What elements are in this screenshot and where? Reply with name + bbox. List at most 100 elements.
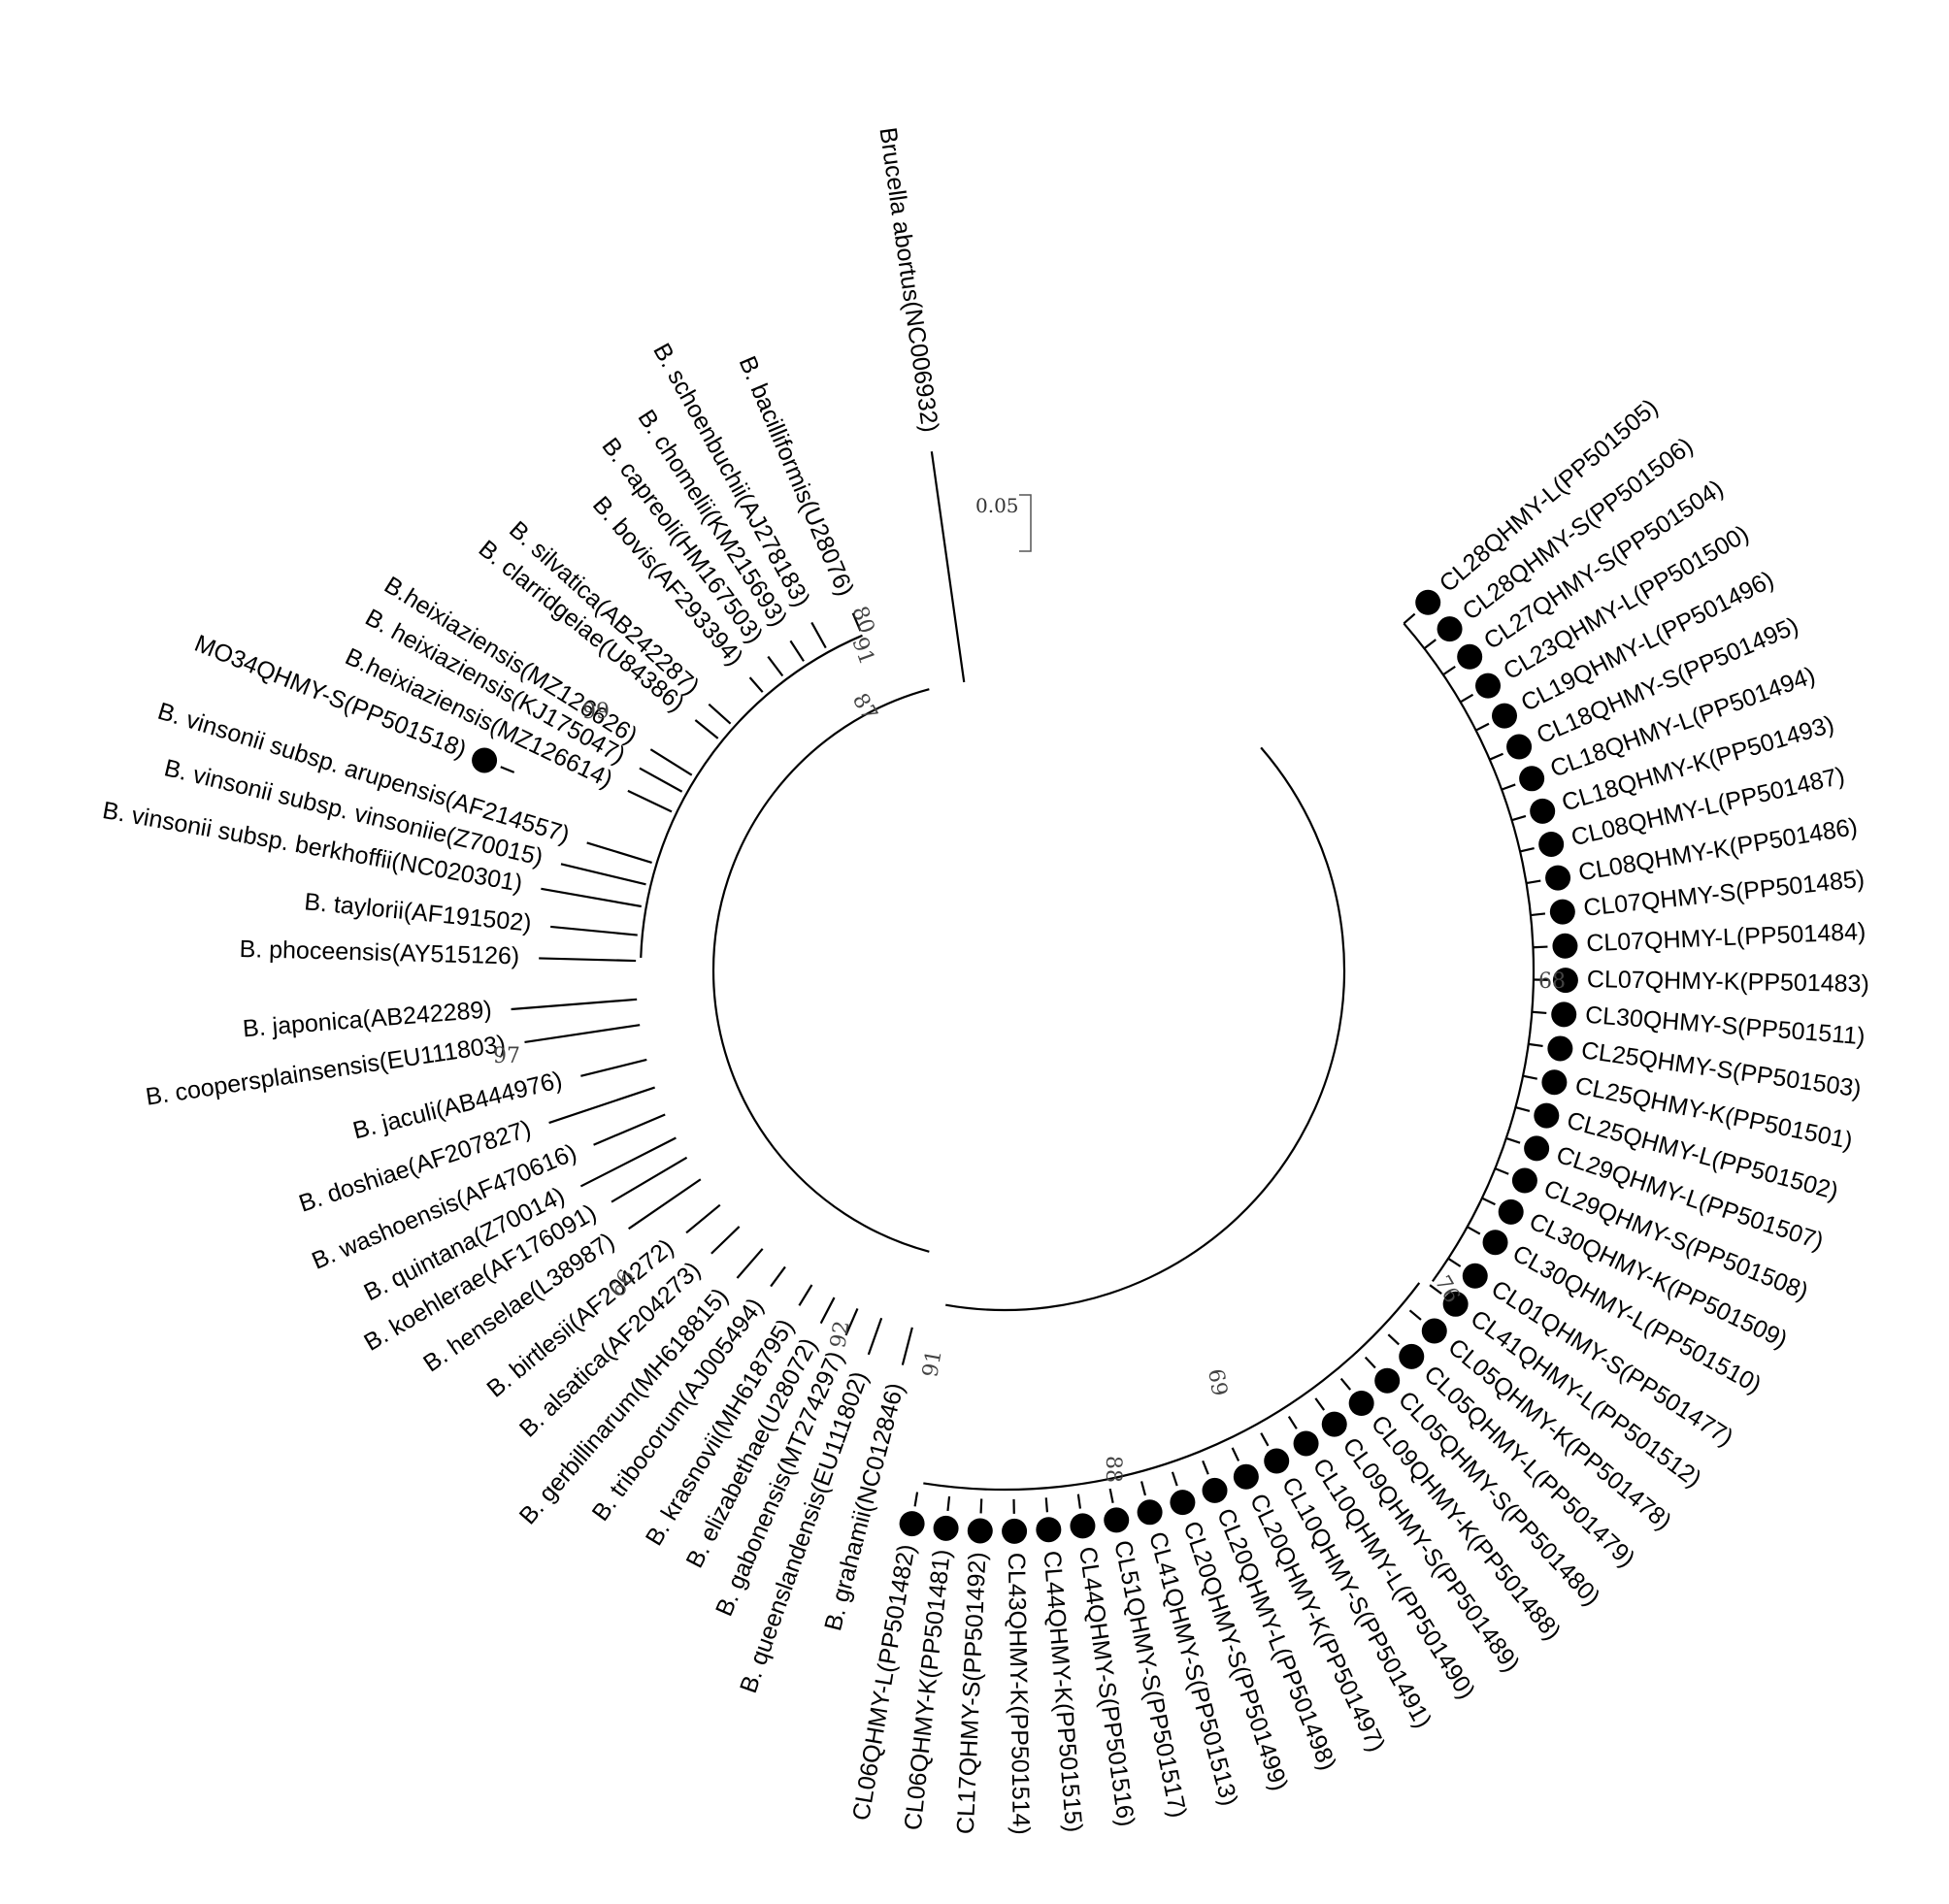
branch: [1532, 1010, 1547, 1015]
branch: [593, 1113, 666, 1146]
sample-marker-icon: [967, 1518, 993, 1544]
sample-marker-icon: [1552, 933, 1578, 959]
branch: [1494, 1167, 1509, 1175]
branch: [1287, 1416, 1298, 1429]
tree-branches: [472, 451, 1578, 1544]
leaf-label: CL07QHMY-L(PP501484): [1586, 918, 1866, 958]
branch: [708, 703, 732, 725]
bootstrap-value: 80: [846, 604, 878, 638]
branch: [819, 1297, 836, 1325]
branch: [1364, 1356, 1376, 1369]
sample-marker-icon: [1104, 1507, 1130, 1533]
bootstrap-value: 99: [582, 700, 610, 724]
branch: [579, 1136, 677, 1188]
sample-marker-icon: [899, 1511, 925, 1537]
leaf-label: B. jaculi(AB444976): [350, 1067, 565, 1145]
branch: [1339, 1377, 1352, 1391]
branch: [611, 1156, 688, 1203]
branch: [1403, 612, 1416, 625]
branch: [550, 925, 638, 936]
branch: [1475, 722, 1490, 732]
branch: [1044, 1497, 1049, 1513]
leaf-label: B. taylorii(AF191502): [303, 888, 532, 936]
branch: [789, 640, 805, 662]
sample-marker-icon: [1374, 1367, 1401, 1394]
branch: [1519, 846, 1535, 853]
branch: [710, 1226, 741, 1255]
branch: [946, 1495, 951, 1512]
sample-marker-icon: [1264, 1448, 1290, 1474]
branch: [500, 766, 515, 773]
branch: [1515, 1105, 1531, 1113]
sample-marker-icon: [1506, 734, 1533, 760]
branch: [1447, 1257, 1462, 1267]
leaf-label: CL17QHMY-S(PP501492): [952, 1552, 992, 1835]
sample-marker-icon: [1137, 1499, 1163, 1526]
branch: [736, 1248, 764, 1279]
branch: [851, 612, 862, 632]
branch: [1076, 1494, 1082, 1509]
branch: [1108, 1488, 1114, 1503]
sample-marker-icon: [1524, 1135, 1550, 1162]
leaf-label: B. japonica(AB242289): [242, 996, 493, 1042]
leaf-label: B. doshiae(AF207827): [295, 1115, 534, 1218]
sample-marker-icon: [1442, 1291, 1469, 1317]
sample-marker-icon: [1547, 1035, 1573, 1062]
sample-marker-icon: [1421, 1318, 1447, 1344]
leaf-labels: Brucella abortus(NC006932)B. bacilliform…: [100, 126, 1869, 1835]
bootstrap-value: 69: [1203, 1367, 1231, 1398]
branch: [798, 1284, 813, 1306]
branch: [628, 1178, 702, 1231]
branch: [1260, 1432, 1270, 1447]
branch: [1511, 814, 1527, 822]
bootstrap-value: 68: [1538, 969, 1566, 994]
sample-marker-icon: [1070, 1513, 1096, 1539]
branch: [694, 719, 719, 739]
branch: [770, 1265, 786, 1288]
branch: [767, 655, 784, 677]
sample-marker-icon: [1348, 1390, 1374, 1416]
branch: [1528, 1042, 1543, 1048]
branch: [560, 863, 646, 886]
branch: [649, 748, 693, 776]
branch: [1442, 665, 1456, 676]
sample-marker-icon: [472, 747, 498, 773]
sample-marker-icon: [1399, 1343, 1425, 1369]
sample-marker-icon: [1002, 1518, 1028, 1544]
branch: [685, 1203, 721, 1234]
branch: [586, 841, 652, 864]
branch: [1408, 1309, 1422, 1321]
sample-marker-icon: [1511, 1167, 1537, 1194]
bootstrap-value: 92: [826, 1319, 854, 1350]
sample-marker-icon: [1202, 1477, 1228, 1503]
sample-marker-icon: [1551, 1001, 1577, 1028]
sample-marker-icon: [1482, 1230, 1508, 1256]
sample-marker-icon: [1519, 766, 1545, 792]
branch: [524, 1024, 641, 1043]
branch: [1140, 1481, 1147, 1496]
branch: [627, 789, 673, 813]
bootstrap-value: 91: [918, 1348, 946, 1379]
branch: [539, 957, 637, 963]
scale-bar-label: 0.05: [975, 494, 1019, 517]
branch: [913, 1492, 919, 1507]
branch: [1423, 639, 1437, 650]
sample-marker-icon: [1437, 616, 1463, 642]
sample-marker-icon: [1530, 798, 1556, 824]
branch: [1314, 1397, 1326, 1411]
bootstrap-value: 87: [847, 690, 882, 726]
branch: [867, 1317, 883, 1356]
branch: [1530, 912, 1546, 917]
branch: [1202, 1460, 1209, 1475]
sample-marker-icon: [1541, 1069, 1568, 1096]
sample-marker-icon: [1233, 1463, 1259, 1490]
branch: [511, 998, 638, 1011]
branch: [1460, 693, 1474, 704]
branch: [548, 1086, 655, 1125]
branch: [1505, 1136, 1521, 1144]
branch: [1429, 1284, 1442, 1295]
sample-marker-icon: [1545, 865, 1571, 891]
sample-marker-icon: [1534, 1102, 1560, 1129]
